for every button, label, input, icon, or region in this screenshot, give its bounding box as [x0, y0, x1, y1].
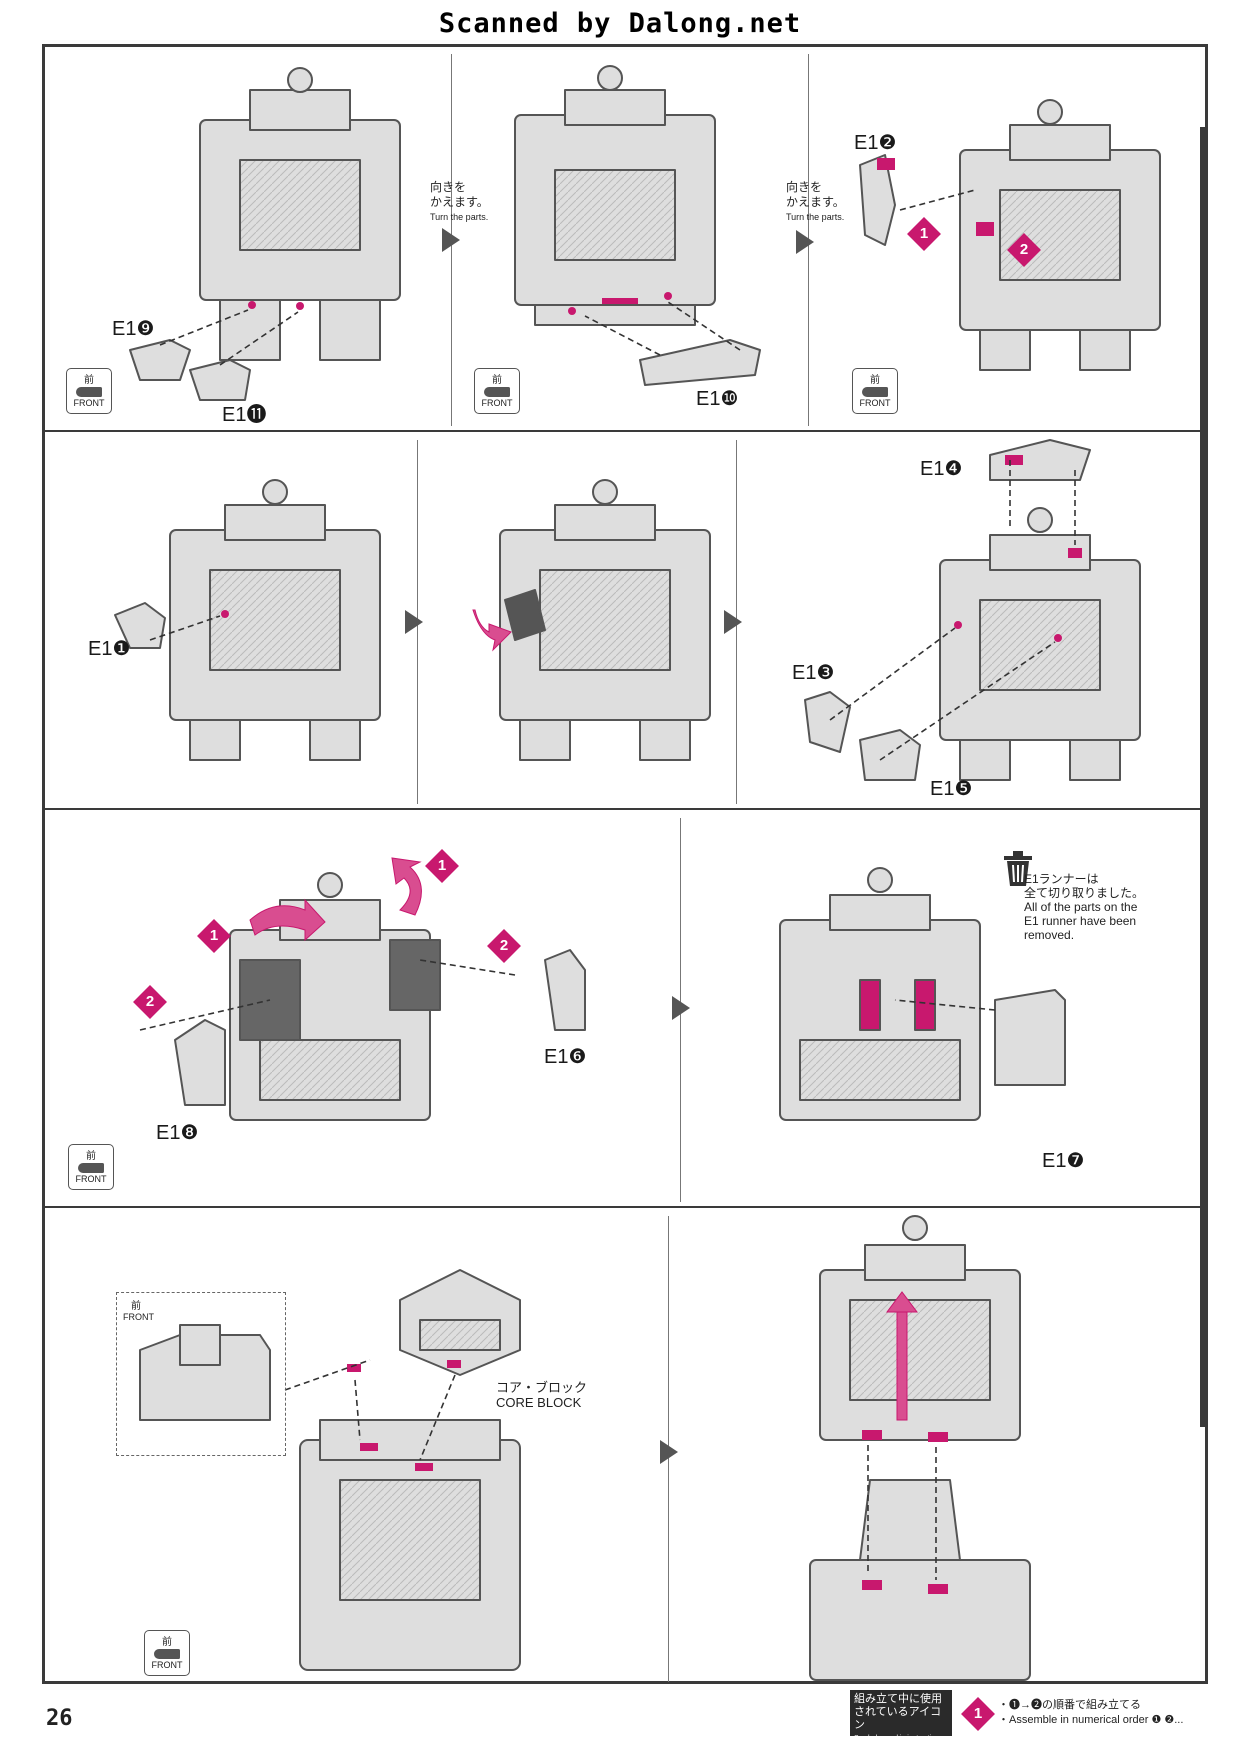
step-number-badge: 1: [197, 919, 231, 953]
next-step-arrow: [796, 230, 814, 254]
part-label: E1❽: [156, 1122, 199, 1144]
torso-part: [199, 67, 401, 361]
core-block-detail-inset: 前 FRONT: [116, 1292, 286, 1456]
part-label: E1❿: [696, 388, 739, 410]
next-step-arrow: [442, 228, 460, 252]
symbol-legend: 組み立て中に使用 されているアイコン Symbols used in instr…: [850, 1690, 1208, 1742]
upper-body: [819, 1215, 1021, 1441]
next-step-arrow: [660, 1440, 678, 1464]
next-step-arrow: [405, 610, 423, 634]
step-number-badge: 2: [487, 929, 521, 963]
legend-text: ・❶→❷の順番で組み立てる ・Assemble in numerical ord…: [998, 1699, 1184, 1726]
torso-part: [169, 479, 381, 761]
part-label: E1⓫: [222, 404, 267, 426]
part-label: E1❸: [792, 662, 835, 684]
step-number-badge: 2: [133, 985, 167, 1019]
frame-side-bar: [1190, 127, 1208, 1427]
row-divider-1: [42, 430, 1208, 432]
torso-part: [499, 479, 711, 761]
part-label: E1❾: [112, 318, 155, 340]
next-step-arrow: [724, 610, 742, 634]
torso-part: [939, 507, 1141, 781]
core-block-label: コア・ブロック CORE BLOCK: [496, 1380, 588, 1410]
runner-removed-note: E1ランナーは 全て切り取りました。 All of the parts on t…: [1024, 872, 1145, 942]
torso-part: [959, 99, 1161, 371]
part-label: E1❻: [544, 1046, 587, 1068]
next-step-arrow: [672, 996, 690, 1020]
legend-title-box: 組み立て中に使用 されているアイコン Symbols used in instr…: [850, 1690, 952, 1742]
row-divider-2: [42, 808, 1208, 810]
lower-body: [299, 1419, 521, 1671]
page-number: 26: [46, 1706, 73, 1731]
trash-icon: [1004, 851, 1032, 886]
core-inset: [139, 1324, 271, 1421]
turn-note: 向きをかえます。 Turn the parts.: [430, 180, 489, 222]
instruction-frame: [42, 44, 1208, 1684]
core-block: [399, 1269, 521, 1376]
part-label: E1❶: [88, 638, 131, 660]
step-number-badge: 1: [425, 849, 459, 883]
torso-part: [779, 867, 981, 1121]
step-number-badge: 2: [1007, 233, 1041, 267]
scan-credit-header: Scanned by Dalong.net: [438, 8, 802, 39]
turn-note: 向きをかえます。 Turn the parts.: [786, 180, 845, 222]
step-number-badge: 1: [961, 1697, 995, 1731]
part-label: E1❷: [854, 132, 897, 154]
torso-part: [514, 65, 716, 326]
part-label: E1❼: [1042, 1150, 1085, 1172]
part-label: E1❹: [920, 458, 963, 480]
step-number-badge: 1: [907, 217, 941, 251]
row-divider-3: [42, 1206, 1208, 1208]
part-label: E1❺: [930, 778, 973, 800]
lower-body: [809, 1479, 1031, 1681]
